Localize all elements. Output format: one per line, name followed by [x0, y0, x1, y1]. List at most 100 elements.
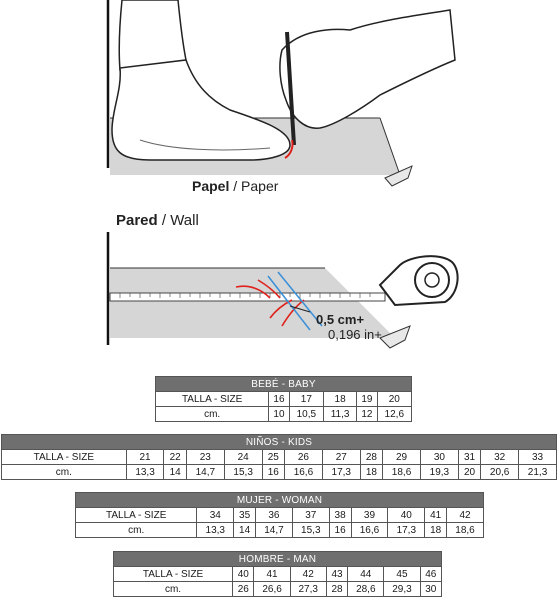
cm-cell: 11,3: [323, 406, 358, 422]
size-cell: 16: [268, 391, 290, 407]
cm-cell: 26: [232, 581, 255, 597]
size-cell: 33: [518, 449, 557, 465]
cm-cell: 14: [163, 464, 187, 480]
size-cell: 39: [350, 507, 389, 523]
cm-cell: 20: [457, 464, 482, 480]
size-cell: 27: [321, 449, 361, 465]
size-cell: 41: [424, 507, 448, 523]
pencil: [285, 31, 296, 146]
measuring-illustration: [106, 0, 459, 349]
table-title: MUJER - WOMAN: [75, 492, 484, 508]
cm-cell: 14: [233, 522, 257, 538]
size-cell: 21: [125, 449, 165, 465]
blue-guide-line-1: [267, 275, 311, 331]
cm-cell: 17,3: [387, 522, 426, 538]
cm-cell: 19,3: [419, 464, 459, 480]
size-cell: 41: [253, 566, 291, 582]
cm-row-label: cm.: [112, 581, 234, 597]
cm-cell: 12: [356, 406, 378, 422]
size-cell: 44: [347, 566, 385, 582]
size-row-label: TALLA - SIZE: [112, 566, 234, 582]
cm-cell: 30: [419, 581, 443, 597]
cm-cell: 28,6: [347, 581, 385, 597]
size-cell: 42: [289, 566, 327, 582]
cm-row-label: cm.: [1, 464, 127, 480]
cm-cell: 13,3: [196, 522, 235, 538]
cm-cell: 10: [268, 406, 290, 422]
foot-sock: [111, 59, 291, 161]
cm-cell: 18,6: [446, 522, 484, 538]
cm-cell: 17,3: [321, 464, 361, 480]
red-mark-lines: [235, 279, 305, 327]
cm-cell: 12,6: [376, 406, 413, 422]
size-cell: 42: [446, 507, 484, 523]
cm-row-label: cm.: [74, 522, 198, 538]
size-cell: 22: [163, 449, 187, 465]
cm-cell: 26,6: [253, 581, 291, 597]
table-title: BEBÉ - BABY: [155, 376, 412, 392]
measure-in-label: 0,196 in+: [328, 327, 382, 342]
size-cell: 19: [356, 391, 378, 407]
size-cell: 28: [359, 449, 384, 465]
tape-measure-icon: [378, 255, 459, 307]
size-cell: 25: [261, 449, 286, 465]
size-cell: 18: [323, 391, 358, 407]
measure-arrow: [289, 305, 311, 313]
cm-cell: 18: [424, 522, 448, 538]
size-cell: 32: [480, 449, 520, 465]
size-cell: 24: [223, 449, 263, 465]
size-cell: 29: [382, 449, 421, 465]
measure-cm-label: 0,5 cm+: [316, 312, 365, 327]
size-cell: 35: [233, 507, 257, 523]
table-header-row: HOMBRE - MAN: [113, 551, 442, 567]
size-row-label: TALLA - SIZE: [154, 391, 270, 407]
cm-cell: 15,3: [291, 522, 330, 538]
blue-guide-line-2: [277, 271, 323, 327]
cm-cell: 16,6: [350, 522, 389, 538]
size-cell: 43: [325, 566, 349, 582]
cm-cell: 15,3: [223, 464, 263, 480]
size-cell: 20: [376, 391, 413, 407]
tape-ticks: [119, 293, 371, 298]
table-title: HOMBRE - MAN: [113, 551, 442, 567]
size-cell: 46: [419, 566, 443, 582]
size-cell: 31: [457, 449, 482, 465]
cm-cell: 18,6: [382, 464, 421, 480]
cm-cell: 29,3: [383, 581, 421, 597]
cm-cell: 14,7: [185, 464, 225, 480]
cm-row-label: cm.: [154, 406, 270, 422]
caption-wall: Pared / Wall: [116, 212, 199, 229]
cm-cell: 16: [328, 522, 352, 538]
pencil-mark: [284, 139, 294, 159]
cm-cell: 10,5: [288, 406, 325, 422]
paper-sheet-bottom: [110, 268, 395, 338]
size-cell: 38: [328, 507, 352, 523]
size-cell: 36: [255, 507, 293, 523]
leg: [118, 0, 187, 71]
size-cell: 23: [185, 449, 225, 465]
tape-strip: [109, 292, 386, 302]
hand: [279, 9, 456, 129]
cm-cell: 27,3: [289, 581, 327, 597]
table-header-row: MUJER - WOMAN: [75, 492, 484, 508]
size-cell: 34: [196, 507, 235, 523]
cm-cell: 18: [359, 464, 384, 480]
size-cell: 17: [288, 391, 325, 407]
paper-corner-bottom: [379, 325, 411, 349]
size-row-label: TALLA - SIZE: [74, 507, 198, 523]
size-cell: 30: [419, 449, 459, 465]
cm-cell: 16: [261, 464, 286, 480]
cm-cell: 14,7: [255, 522, 293, 538]
cm-cell: 13,3: [125, 464, 165, 480]
size-row-label: TALLA - SIZE: [1, 449, 127, 465]
